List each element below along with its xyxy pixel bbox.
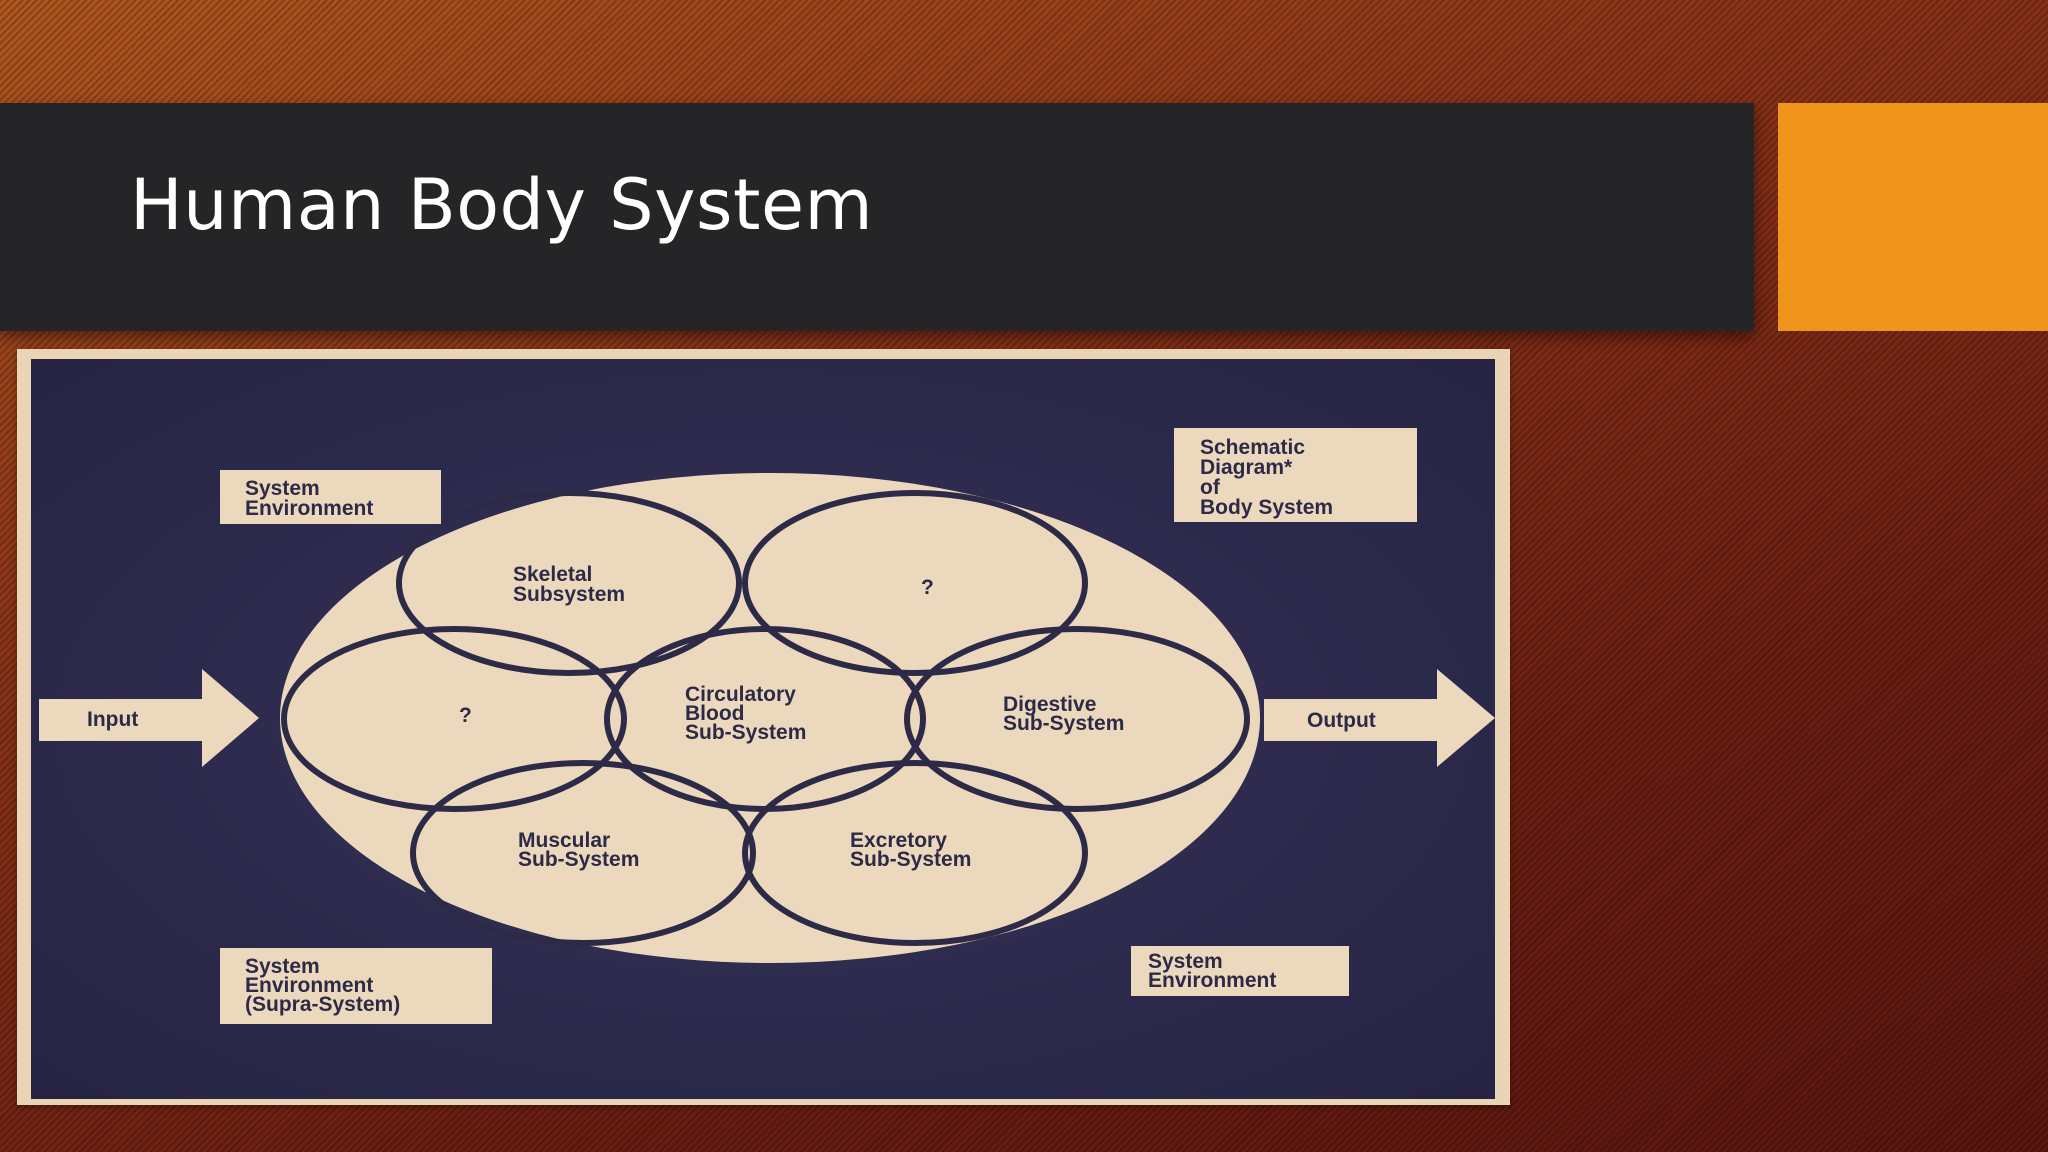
env-bottom-left-label: System Environment (Supra-System)	[245, 955, 400, 1016]
input-label: Input	[87, 708, 138, 731]
muscular-label: Muscular Sub-System	[518, 829, 639, 871]
input-arrow	[39, 669, 259, 767]
env-top-left-label: System Environment	[245, 477, 373, 520]
title-bar	[0, 103, 1754, 331]
body-system-diagram: Input Output System Environment Schemati…	[31, 359, 1495, 1099]
digestive-label: Digestive Sub-System	[1003, 693, 1124, 735]
env-bottom-left-box	[220, 948, 492, 1024]
unknown-top-label: ?	[921, 576, 934, 599]
accent-block	[1778, 103, 2048, 331]
diagram-image: Input Output System Environment Schemati…	[17, 349, 1510, 1105]
unknown-top-circle	[742, 490, 1088, 676]
circulatory-label: Circulatory Blood Sub-System	[685, 683, 806, 744]
env-top-left-box	[220, 470, 441, 524]
slide-title: Human Body System	[130, 164, 874, 246]
unknown-left-label: ?	[459, 704, 472, 727]
output-arrow	[1264, 669, 1495, 767]
schematic-box	[1174, 428, 1417, 522]
schematic-label: Schematic Diagram* of Body System	[1200, 436, 1333, 519]
skeletal-circle	[396, 490, 742, 676]
digestive-circle	[904, 626, 1250, 812]
muscular-circle	[410, 760, 756, 946]
env-bottom-right-box	[1131, 946, 1349, 996]
skeletal-label: Skeletal Subsystem	[513, 563, 625, 606]
unknown-left-circle	[281, 626, 627, 812]
env-bottom-right-label: System Environment	[1148, 950, 1276, 992]
output-label: Output	[1307, 709, 1376, 732]
excretory-circle	[742, 760, 1088, 946]
excretory-label: Excretory Sub-System	[850, 829, 971, 871]
system-oval	[280, 473, 1260, 963]
